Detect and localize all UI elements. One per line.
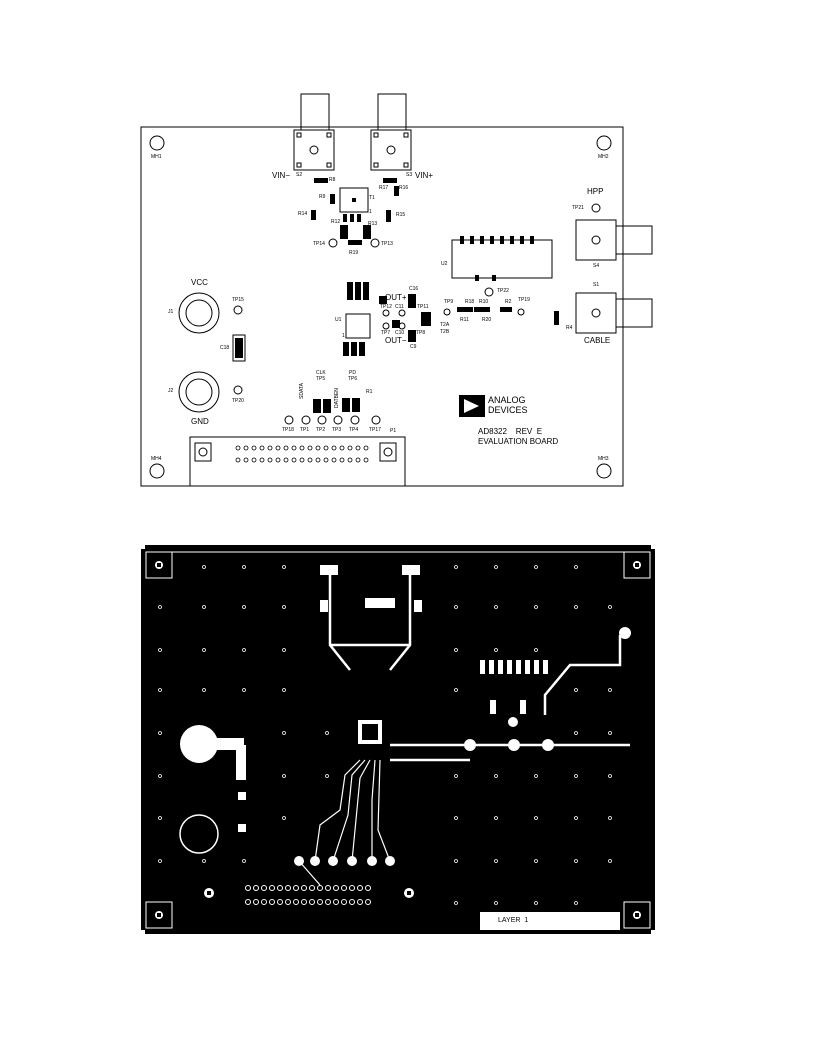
label-mh1: MH1 (151, 154, 162, 160)
via-grid (158, 565, 612, 905)
label-tp1: TP1 (300, 427, 310, 433)
label-r18: R18 (465, 299, 475, 305)
label-tp17: TP17 (369, 427, 381, 433)
label-r13: R13 (368, 221, 378, 227)
label-tp9: TP9 (444, 299, 454, 305)
label-r12: R12 (331, 219, 341, 225)
gnd-pad (179, 814, 219, 854)
label-t2b: T2B (440, 329, 450, 335)
logo-line-analog: ANALOG (488, 395, 526, 405)
p1-pin-row (235, 445, 369, 463)
label-t2a: T2A (440, 322, 450, 328)
label-tp8: TP8 (416, 330, 426, 336)
vcc-jack-outer (178, 292, 220, 334)
label-hpp: HPP (587, 187, 604, 196)
label-j2: J2 (168, 388, 174, 394)
label-tp7: TP7 (381, 330, 391, 336)
label-tp19: TP19 (518, 297, 530, 303)
label-r2: R2 (505, 299, 512, 305)
label-mh3: MH3 (598, 456, 609, 462)
label-t1: T1 (369, 195, 375, 201)
label-tp13: TP13 (381, 241, 393, 247)
label-pin1-t1: 1 (369, 209, 372, 215)
p1-header-outline (189, 436, 406, 487)
label-cable: CABLE (584, 336, 611, 345)
label-s2: S2 (296, 172, 303, 178)
label-r16: R16 (399, 185, 409, 191)
board-name: AD8322 REV E EVALUATION BOARD (478, 428, 558, 446)
label-mh4: MH4 (151, 456, 162, 462)
layer-label: LAYER 1 (498, 917, 529, 924)
label-tp12: TP12 (380, 304, 392, 310)
analog-devices-logo: ANALOG DEVICES (488, 395, 528, 415)
label-tp20: TP20 (232, 398, 244, 404)
label-u1: U1 (335, 317, 342, 323)
label-s3: S3 (406, 172, 413, 178)
label-tp2: TP2 (316, 427, 326, 433)
gnd-jack-outer (178, 371, 220, 413)
label-tp21: TP21 (572, 205, 584, 211)
label-pd: PD (349, 370, 356, 376)
transformer-t1 (339, 187, 369, 213)
label-r10: R10 (479, 299, 489, 305)
label-c16: C16 (409, 286, 419, 292)
label-r17: R17 (379, 185, 389, 191)
label-pin1-u1: 1 (342, 333, 345, 339)
label-p1: P1 (390, 428, 397, 434)
label-s4: S4 (593, 263, 600, 269)
u1-outline (345, 313, 371, 339)
label-c18: C18 (220, 345, 230, 351)
label-c11: C11 (395, 304, 404, 310)
label-tp4: TP4 (349, 427, 359, 433)
label-r1: R1 (366, 389, 373, 395)
board-name-line2: EVALUATION BOARD (478, 437, 559, 446)
label-tp3: TP3 (332, 427, 342, 433)
label-tp6: TP6 (348, 376, 358, 382)
label-mh2: MH2 (598, 154, 609, 160)
label-u2: U2 (441, 261, 448, 267)
label-j1: J1 (168, 309, 174, 315)
mh2-hole (596, 135, 612, 151)
copper-header-pins (245, 885, 371, 905)
label-r14: R14 (298, 211, 308, 217)
label-out-plus: OUT+ (385, 293, 407, 302)
label-r9: R9 (319, 194, 326, 200)
label-tp18: TP18 (282, 427, 294, 433)
label-c9: C9 (410, 344, 417, 350)
layer-label-box (480, 912, 620, 930)
label-out-minus: OUT− (385, 336, 407, 345)
label-tp15: TP15 (232, 297, 244, 303)
label-tp22: TP22 (497, 288, 509, 294)
label-clk: CLK (316, 370, 326, 376)
board-name-line1: AD8322 REV E (478, 427, 543, 436)
logo-line-devices: DEVICES (488, 405, 528, 415)
label-s1: S1 (593, 282, 600, 288)
label-r4: R4 (566, 325, 573, 331)
label-r8: R8 (329, 177, 336, 183)
label-r19: R19 (349, 250, 359, 256)
analog-devices-triangle-icon (464, 399, 479, 413)
label-r11: R11 (460, 317, 469, 323)
mh4-hole (149, 463, 165, 479)
label-vin-minus: VIN− (272, 171, 291, 180)
label-tp5: TP5 (316, 376, 326, 382)
label-tp11: TP11 (417, 304, 429, 310)
label-tp14: TP14 (313, 241, 325, 247)
label-gnd: GND (191, 417, 209, 426)
label-r15: R15 (396, 212, 406, 218)
mh3-hole (596, 463, 612, 479)
label-vcc: VCC (191, 278, 208, 287)
label-r20: R20 (482, 317, 492, 323)
label-c10: C10 (395, 330, 405, 336)
mh1-hole (149, 135, 165, 151)
label-vin-plus: VIN+ (415, 171, 434, 180)
